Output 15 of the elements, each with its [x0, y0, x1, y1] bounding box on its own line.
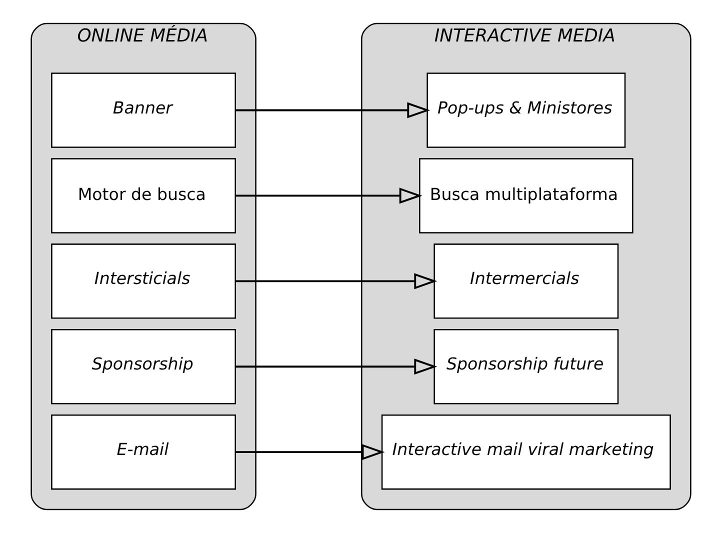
node-box: Interactive mail viral marketing	[380, 414, 670, 490]
node-box: Pop-ups & Ministores	[426, 72, 626, 148]
arrow	[235, 273, 437, 290]
node-box: Busca multiplataforma	[418, 158, 633, 234]
node-box: Banner	[50, 72, 236, 148]
arrow	[235, 102, 430, 118]
arrow	[235, 358, 437, 375]
node-box: Sponsorship	[50, 329, 236, 404]
arrow	[235, 188, 422, 204]
node-box: Intermercials	[433, 244, 618, 319]
node-box: Sponsorship future	[433, 329, 618, 404]
node-box: E-mail	[50, 414, 236, 490]
arrow	[235, 444, 384, 460]
node-box: Motor de busca	[50, 158, 236, 234]
node-box: Intersticials	[50, 244, 236, 319]
